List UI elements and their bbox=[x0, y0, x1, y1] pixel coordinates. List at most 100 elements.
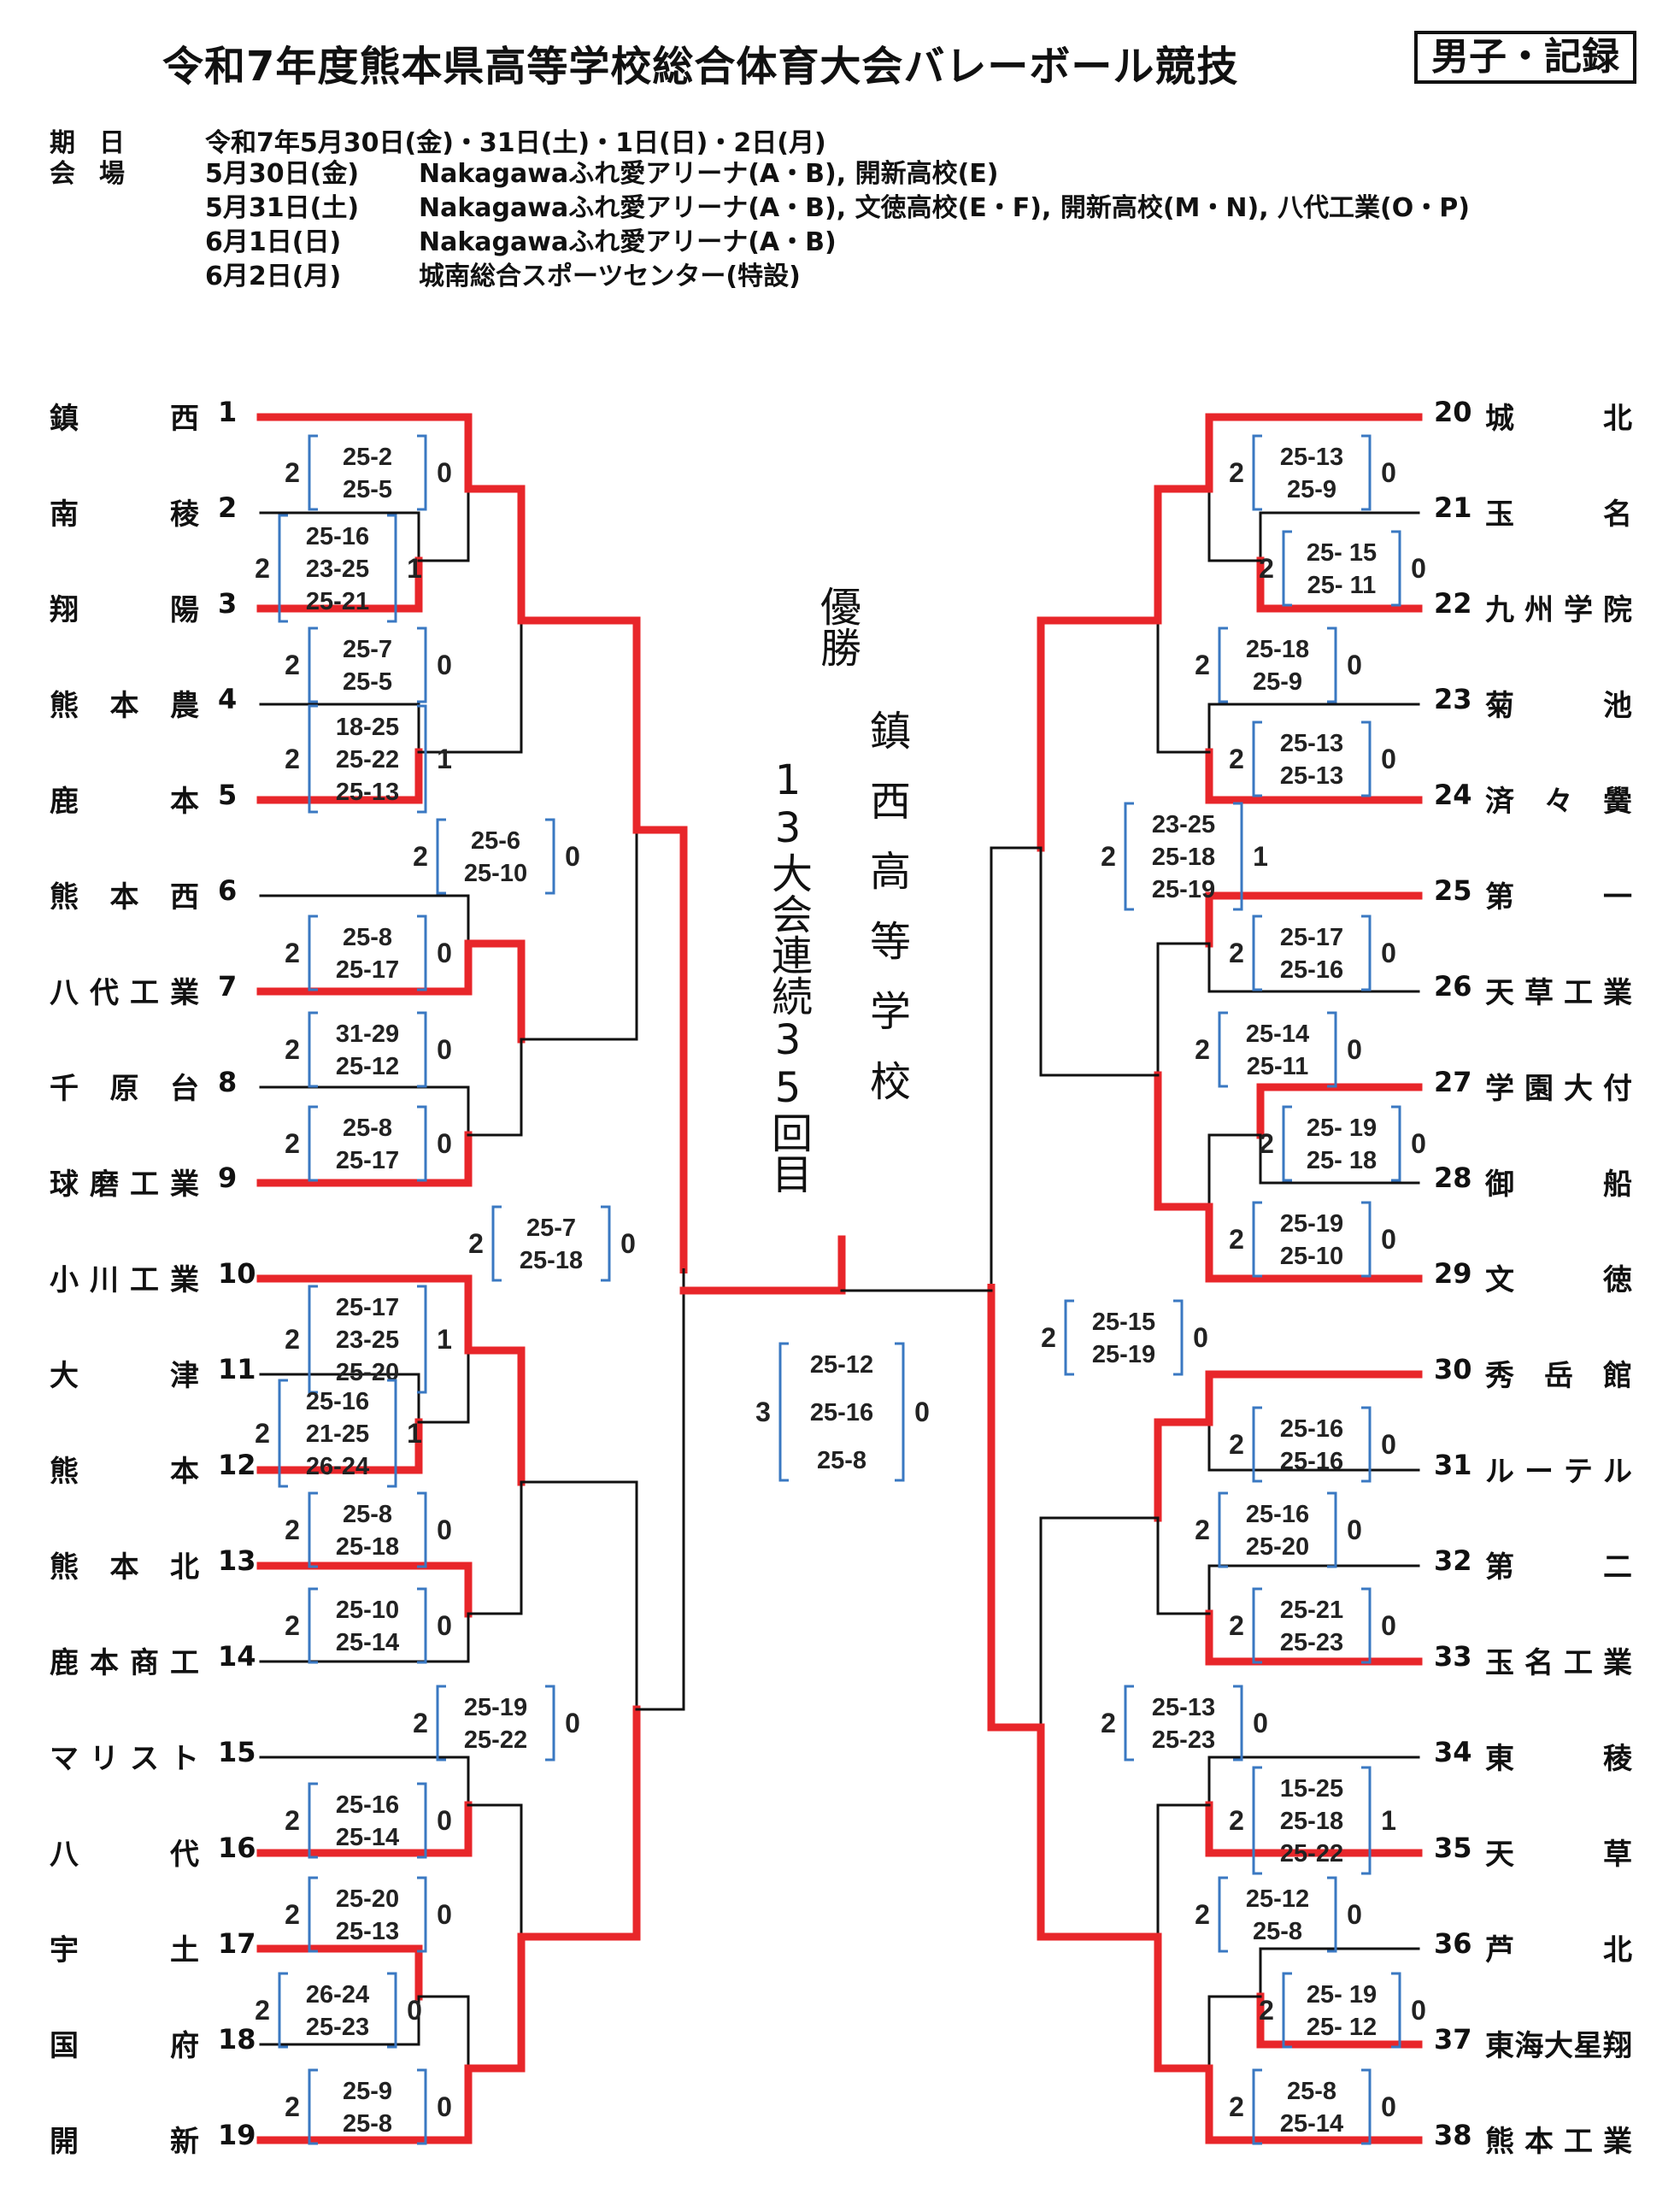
team-name: 第一 bbox=[1485, 873, 1632, 915]
left-bracket-mark bbox=[1282, 1972, 1292, 2049]
left-bracket-mark bbox=[1252, 1587, 1262, 1664]
sets-won-left: 2 bbox=[1195, 1899, 1210, 1930]
team-name-char: 本 bbox=[1524, 2125, 1554, 2159]
team-name-char: 宇 bbox=[50, 1933, 79, 1967]
sets-won-left: 2 bbox=[1259, 1128, 1274, 1159]
team-seed: 17 bbox=[218, 1927, 256, 1960]
team-name-char: 付 bbox=[1603, 1072, 1632, 1106]
set-score: 25-7 bbox=[343, 636, 392, 663]
sets-won-right: 0 bbox=[1347, 1899, 1362, 1930]
team-name-char: 城 bbox=[1485, 402, 1514, 436]
team-name-char: ト bbox=[170, 1742, 199, 1776]
team-seed: 25 bbox=[1434, 874, 1472, 907]
team-name-char: 徳 bbox=[1603, 1263, 1632, 1297]
sets-won-right: 0 bbox=[437, 938, 452, 968]
set-score: 25-12 bbox=[336, 1053, 399, 1080]
right-bracket-mark bbox=[417, 1876, 427, 1953]
team-name-char: 学 bbox=[1485, 1072, 1514, 1106]
set-score: 25-21 bbox=[306, 588, 369, 615]
team-seed: 22 bbox=[1434, 587, 1472, 620]
sets-won-right: 0 bbox=[1347, 650, 1362, 680]
right-bracket-mark bbox=[417, 1587, 427, 1664]
set-score: 25-23 bbox=[306, 2014, 369, 2041]
team-name-char: 熊 bbox=[50, 689, 79, 723]
team-seed: 31 bbox=[1434, 1449, 1472, 1481]
team-name-char: 館 bbox=[1603, 1359, 1632, 1393]
right-bracket-mark bbox=[1391, 530, 1401, 607]
set-score: 25-23 bbox=[1152, 1726, 1215, 1754]
team-name-char: 本 bbox=[109, 689, 139, 723]
team-name: 千原台 bbox=[50, 1065, 199, 1107]
set-score: 25-13 bbox=[1152, 1694, 1215, 1721]
team-name-char: 草 bbox=[1603, 1838, 1632, 1872]
team-name: 玉名工業 bbox=[1485, 1639, 1632, 1681]
right-bracket-mark bbox=[545, 1685, 555, 1762]
team-seed: 38 bbox=[1434, 2119, 1472, 2151]
sets-won-left: 2 bbox=[1229, 1610, 1244, 1641]
right-bracket-mark bbox=[417, 1782, 427, 1859]
sets-won-left: 2 bbox=[285, 457, 300, 488]
right-bracket-mark bbox=[417, 915, 427, 991]
sets-won-left: 3 bbox=[755, 1397, 771, 1427]
set-score: 25-13 bbox=[1280, 730, 1343, 757]
team-seed: 26 bbox=[1434, 970, 1472, 1003]
champion-label: 優勝 bbox=[813, 585, 861, 668]
team-name-char: ス bbox=[130, 1742, 159, 1776]
team-name-char: 八 bbox=[50, 1838, 79, 1872]
team-name: 東海大星翔 bbox=[1485, 2022, 1632, 2064]
set-score: 25-17 bbox=[336, 1147, 399, 1174]
venue-place: Nakagawaふれ愛アリーナ(A・B), 開新高校(E) bbox=[419, 159, 999, 189]
team-name-char: 二 bbox=[1603, 1550, 1632, 1585]
set-score: 25-6 bbox=[471, 827, 520, 855]
set-score: 25-18 bbox=[1246, 636, 1309, 663]
right-bracket-mark bbox=[417, 1491, 427, 1568]
left-bracket-mark bbox=[778, 1342, 789, 1482]
set-score: 25-19 bbox=[1092, 1341, 1155, 1368]
set-score: 25-13 bbox=[336, 779, 399, 806]
sets-won-right: 0 bbox=[565, 841, 580, 872]
set-score: 25-8 bbox=[1287, 2078, 1336, 2105]
sets-won-left: 2 bbox=[285, 1899, 300, 1930]
team-seed: 20 bbox=[1434, 396, 1472, 428]
team-name-char: 菊 bbox=[1485, 689, 1514, 723]
team-name-char: 九 bbox=[1485, 593, 1514, 627]
right-bracket-mark bbox=[1361, 1766, 1372, 1875]
team-name-char: 玉 bbox=[1485, 1646, 1514, 1680]
team-name-char: 稜 bbox=[1603, 1742, 1632, 1776]
sets-won-right: 1 bbox=[1253, 841, 1268, 872]
right-bracket-mark bbox=[1361, 915, 1372, 991]
team-name: 鎮西 bbox=[50, 395, 199, 437]
team-name: 宇土 bbox=[50, 1926, 199, 1968]
team-name-char: 新 bbox=[170, 2125, 199, 2159]
left-bracket-mark bbox=[1064, 1299, 1074, 1376]
team-name: 天草工業 bbox=[1485, 969, 1632, 1011]
left-bracket-mark bbox=[1218, 1876, 1228, 1953]
team-name: 文徳 bbox=[1485, 1256, 1632, 1298]
set-score: 25- 19 bbox=[1307, 1981, 1377, 2009]
left-bracket-mark bbox=[308, 1285, 318, 1394]
sets-won-left: 2 bbox=[1229, 744, 1244, 774]
set-score: 25-9 bbox=[1287, 476, 1336, 503]
team-name-char: 業 bbox=[170, 1263, 199, 1297]
team-seed: 16 bbox=[218, 1832, 256, 1864]
team-seed: 1 bbox=[218, 396, 238, 428]
set-score: 25-8 bbox=[343, 924, 392, 951]
venue-label: 会場 bbox=[50, 159, 149, 189]
set-score: 25-19 bbox=[464, 1694, 527, 1721]
team-name-char: 稜 bbox=[170, 497, 199, 532]
sets-won-left: 2 bbox=[285, 1805, 300, 1836]
right-bracket-mark bbox=[417, 1105, 427, 1182]
sets-won-left: 2 bbox=[285, 1610, 300, 1641]
team-seed: 19 bbox=[218, 2119, 256, 2151]
